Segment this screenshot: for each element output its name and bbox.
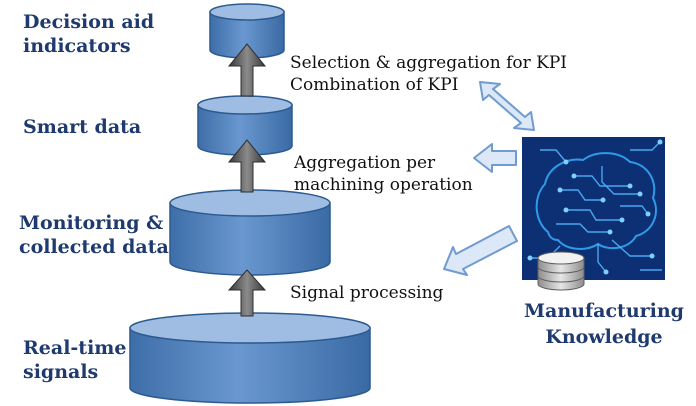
label-real-time-signals: Real-time signals [23,337,127,383]
database-icon [537,251,585,291]
cylinder-smart-data [197,95,293,156]
label-smart-data: Smart data [23,116,142,138]
double-arrow-icon [479,81,535,131]
cylinder-real-time [129,312,371,404]
label-signal-processing: Signal processing [290,283,444,303]
label-decision-aid-indicators: Decision aid indicators [23,11,155,57]
label-aggregation: Aggregation per machining operation [294,153,473,195]
up-arrow-icon [227,269,267,317]
diagonal-arrow-icon [443,225,518,276]
label-kpi-selection: Selection & aggregation for KPI Combinat… [290,53,567,95]
left-arrow-icon [473,143,517,173]
up-arrow-icon [227,139,267,193]
cylinder-monitoring [169,189,331,276]
label-monitoring-collected-data: Monitoring & collected data [19,212,169,258]
up-arrow-icon [227,43,267,97]
label-manufacturing-knowledge: Manufacturing Knowledge [524,300,684,348]
